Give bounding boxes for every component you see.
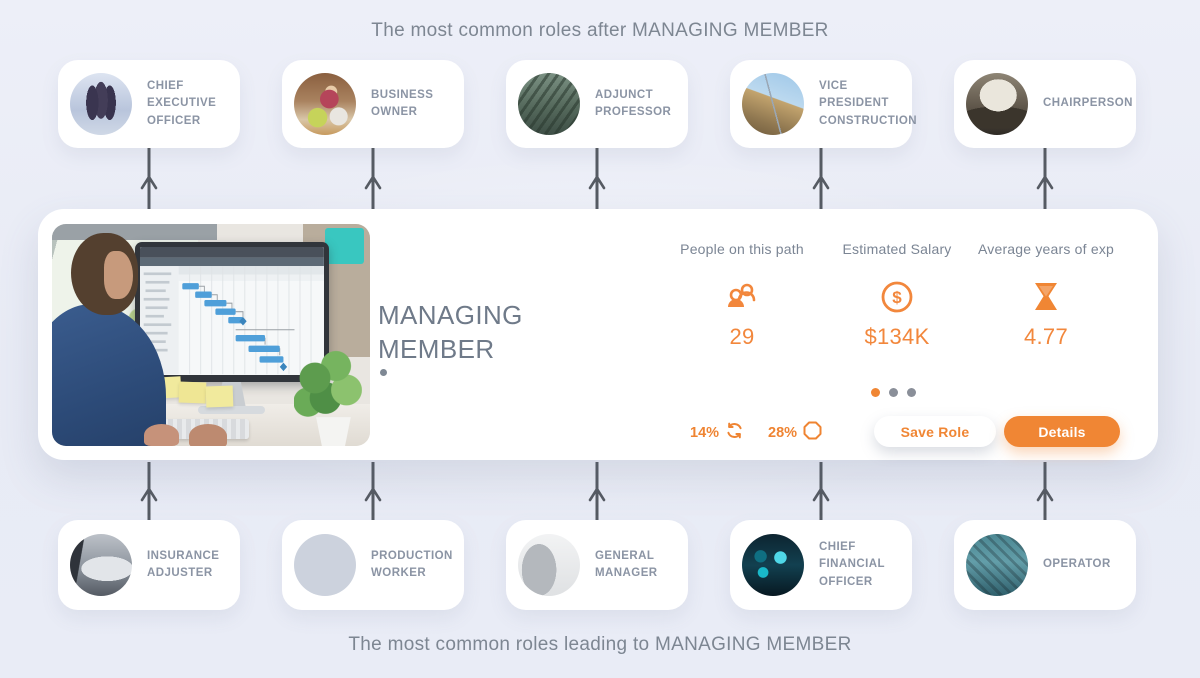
managing-member-card: MANAGING MEMBER People on this path 29 E… (38, 209, 1158, 460)
role-card-insurance-adjuster[interactable]: Insurance Adjuster (58, 520, 240, 610)
dollar-icon: $ (822, 279, 972, 315)
up-arrow (811, 462, 831, 520)
role-level-dot (380, 369, 387, 376)
stat-value: $134K (864, 324, 930, 349)
hourglass-icon (961, 279, 1131, 315)
carousel-pagination (871, 388, 916, 397)
role-card-label: Adjunct Professor (595, 88, 672, 118)
role-avatar (966, 534, 1028, 596)
up-arrow (811, 148, 831, 210)
role-card-label: Chairperson (1043, 97, 1133, 110)
gantt-chart-graphic (139, 247, 324, 375)
sticky-note-graphic (178, 381, 207, 404)
role-card-production-worker[interactable]: Production Worker (282, 520, 464, 610)
plant-graphic (293, 346, 364, 427)
role-photo (52, 224, 370, 446)
role-card-label: Operator (1043, 558, 1111, 571)
stat-label: Average years of exp (977, 241, 1115, 257)
stat-people-on-path: People on this path 29 (667, 241, 817, 350)
role-card-label: Production Worker (371, 549, 453, 579)
stat-label: People on this path (680, 241, 804, 257)
percentage-badges: 14% 28% (690, 421, 822, 444)
role-card-chief-executive-officer[interactable]: Chief Executive Officer (58, 60, 240, 148)
stat-estimated-salary: Estimated Salary $ $134K (822, 241, 972, 350)
role-card-label: General Manager (595, 549, 658, 579)
people-icon (667, 279, 817, 315)
role-avatar (70, 534, 132, 596)
details-button[interactable]: Details (1004, 416, 1120, 447)
person-hand-graphic (144, 423, 180, 446)
person-face-graphic (104, 250, 134, 300)
stat-average-years-exp: Average years of exp 4.77 (961, 241, 1131, 350)
plant-pot-graphic (316, 417, 351, 446)
role-avatar (966, 73, 1028, 135)
cycle-icon (725, 421, 744, 444)
role-avatar (294, 534, 356, 596)
role-avatar (70, 73, 132, 135)
stat-value: 4.77 (1023, 324, 1069, 349)
save-role-button[interactable]: Save Role (874, 416, 996, 447)
up-arrow (587, 462, 607, 520)
pagination-dot-active[interactable] (871, 388, 880, 397)
svg-text:$: $ (892, 288, 902, 307)
role-card-label: Chief Financial Officer (819, 541, 885, 588)
sticky-note-graphic (205, 385, 234, 408)
monitor-base-graphic (198, 406, 266, 414)
role-card-adjunct-professor[interactable]: Adjunct Professor (506, 60, 688, 148)
badge-value: 28% (768, 424, 798, 441)
role-avatar (518, 73, 580, 135)
role-card-label: Vice President Construction (819, 80, 918, 127)
role-avatar (294, 73, 356, 135)
binder-graphic (325, 228, 364, 264)
up-arrow (587, 148, 607, 210)
stat-label: Estimated Salary (842, 241, 952, 257)
role-card-label: Business Owner (371, 88, 434, 118)
role-card-label: Insurance Adjuster (147, 549, 220, 579)
person-hand-graphic (188, 423, 227, 446)
role-avatar (518, 534, 580, 596)
up-arrow (139, 148, 159, 210)
cycle-percentage-badge: 14% (690, 421, 744, 444)
octagon-percentage-badge: 28% (768, 421, 822, 444)
up-arrow (363, 148, 383, 210)
curtain-rail-graphic (52, 224, 218, 240)
pagination-dot[interactable] (907, 388, 916, 397)
role-card-operator[interactable]: Operator (954, 520, 1136, 610)
up-arrow (363, 462, 383, 520)
up-arrow (1035, 462, 1055, 520)
stat-value: 29 (729, 324, 755, 349)
up-arrow (139, 462, 159, 520)
role-card-vice-president-construction[interactable]: Vice President Construction (730, 60, 917, 148)
roles-after-title: The most common roles after MANAGING MEM… (371, 20, 829, 41)
role-card-general-manager[interactable]: General Manager (506, 520, 688, 610)
up-arrow (1035, 148, 1055, 210)
center-role-title: MANAGING MEMBER (378, 300, 523, 364)
role-card-chairperson[interactable]: Chairperson (954, 60, 1136, 148)
pagination-dot[interactable] (889, 388, 898, 397)
role-card-business-owner[interactable]: Business Owner (282, 60, 464, 148)
role-avatar (742, 534, 804, 596)
role-avatar (742, 73, 804, 135)
badge-value: 14% (690, 424, 720, 441)
role-card-chief-financial-officer[interactable]: Chief Financial Officer (730, 520, 912, 610)
octagon-icon (803, 421, 822, 444)
role-card-label: Chief Executive Officer (147, 80, 217, 127)
roles-leading-title: The most common roles leading to MANAGIN… (348, 634, 852, 655)
